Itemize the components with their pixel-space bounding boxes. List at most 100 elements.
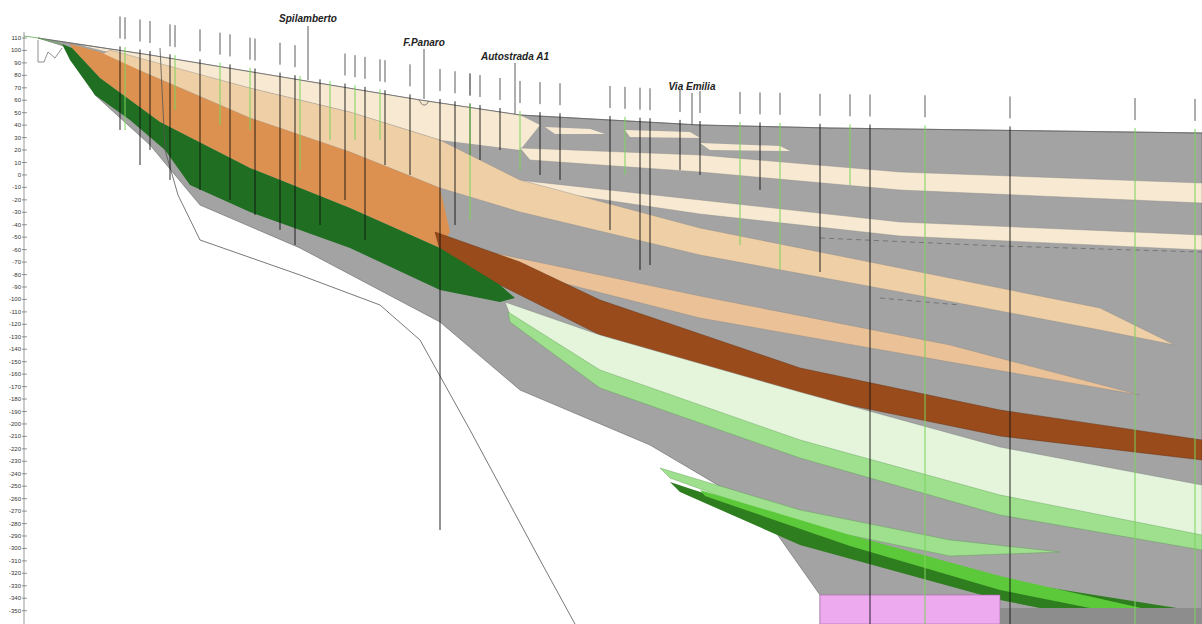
well-line <box>280 73 281 230</box>
well-line <box>925 125 926 624</box>
depth-value: 30 <box>14 135 21 141</box>
depth-value: 50 <box>14 110 21 116</box>
dark-green-gravel <box>670 482 1202 624</box>
place-name: Spilamberto <box>279 13 337 24</box>
depth-value: 10 <box>14 160 21 166</box>
axis-tick <box>22 137 27 138</box>
river-notch <box>419 100 429 105</box>
well-line <box>1010 126 1011 624</box>
depth-value: 100 <box>11 47 21 53</box>
well-name-mark <box>739 92 741 114</box>
well-line <box>320 79 321 225</box>
well-line <box>300 76 301 170</box>
apennine-outline <box>38 40 62 62</box>
well-name-mark <box>1194 99 1196 121</box>
well-name-mark <box>469 74 471 96</box>
cream-lens <box>625 130 700 138</box>
well-name-mark <box>819 94 821 116</box>
depth-value: -140 <box>9 346 21 352</box>
well-line <box>200 59 201 190</box>
axis-tick <box>22 75 27 76</box>
depth-value: -280 <box>9 521 21 527</box>
well-line <box>700 121 701 175</box>
well-name-mark <box>479 75 481 97</box>
leader-line <box>515 63 516 114</box>
well-name-mark <box>924 95 926 117</box>
depth-value: -250 <box>9 483 21 489</box>
axis-tick <box>22 610 27 611</box>
well-name-mark <box>409 64 411 86</box>
well-line <box>1135 128 1136 624</box>
well-line <box>760 122 761 190</box>
well-line <box>385 90 386 165</box>
axis-tick <box>22 498 27 499</box>
well-name-mark <box>699 91 701 113</box>
well-name-mark <box>174 25 176 47</box>
well-name-mark <box>279 43 281 65</box>
well-name-mark <box>379 59 381 81</box>
well-line <box>540 112 541 175</box>
axis-tick <box>22 199 27 200</box>
well-line <box>740 122 741 245</box>
apennine-surface <box>24 36 62 44</box>
axis-tick <box>22 423 27 424</box>
axis-tick <box>22 523 27 524</box>
axis-tick <box>22 573 27 574</box>
well-line <box>295 75 296 245</box>
depth-value: -80 <box>12 272 21 278</box>
axis-tick <box>22 112 27 113</box>
depth-value: -130 <box>9 334 21 340</box>
depth-value: -180 <box>9 396 21 402</box>
well-name-mark <box>649 88 651 110</box>
well-name-mark <box>439 69 441 91</box>
depth-value: -230 <box>9 458 21 464</box>
axis-tick <box>22 249 27 250</box>
depth-value: -100 <box>9 296 21 302</box>
axis-tick <box>22 486 27 487</box>
leader-line <box>424 49 425 99</box>
depth-value: -290 <box>9 533 21 539</box>
ground-surface <box>38 38 1202 133</box>
depth-value: -40 <box>12 222 21 228</box>
well-line <box>220 63 221 125</box>
depth-value: -350 <box>9 608 21 614</box>
well-line <box>850 124 851 185</box>
depth-value: -340 <box>9 595 21 601</box>
axis-tick <box>22 38 27 39</box>
axis-tick <box>22 436 27 437</box>
well-line <box>410 94 411 175</box>
well-line <box>560 113 561 180</box>
depth-value: -160 <box>9 371 21 377</box>
well-name-mark <box>469 74 471 96</box>
cream-lens <box>700 143 790 151</box>
well-name-mark <box>609 86 611 108</box>
axis-tick <box>22 125 27 126</box>
well-name-mark <box>294 45 296 67</box>
depth-value: -60 <box>12 247 21 253</box>
axis-tick <box>22 386 27 387</box>
depth-value: 60 <box>14 97 21 103</box>
place-name: Autostrada A1 <box>481 51 549 62</box>
well-line <box>255 69 256 216</box>
well-name-mark <box>869 95 871 117</box>
axis-tick <box>22 212 27 213</box>
axis-tick <box>22 150 27 151</box>
well-line <box>170 54 171 180</box>
depth-value: -110 <box>9 309 21 315</box>
well-line <box>520 111 521 170</box>
axis-tick <box>22 448 27 449</box>
well-line <box>150 51 151 150</box>
well-line <box>250 68 251 130</box>
well-name-mark <box>384 60 386 82</box>
depth-value: 110 <box>11 35 21 41</box>
well-name-mark <box>559 83 561 105</box>
dashed-surface <box>820 238 1202 252</box>
basement-line <box>160 48 575 624</box>
depth-value: -260 <box>9 496 21 502</box>
well-line <box>345 84 346 201</box>
well-line <box>500 108 501 150</box>
well-line <box>640 118 641 270</box>
well-name-mark <box>454 71 456 93</box>
axis-tick <box>22 262 27 263</box>
